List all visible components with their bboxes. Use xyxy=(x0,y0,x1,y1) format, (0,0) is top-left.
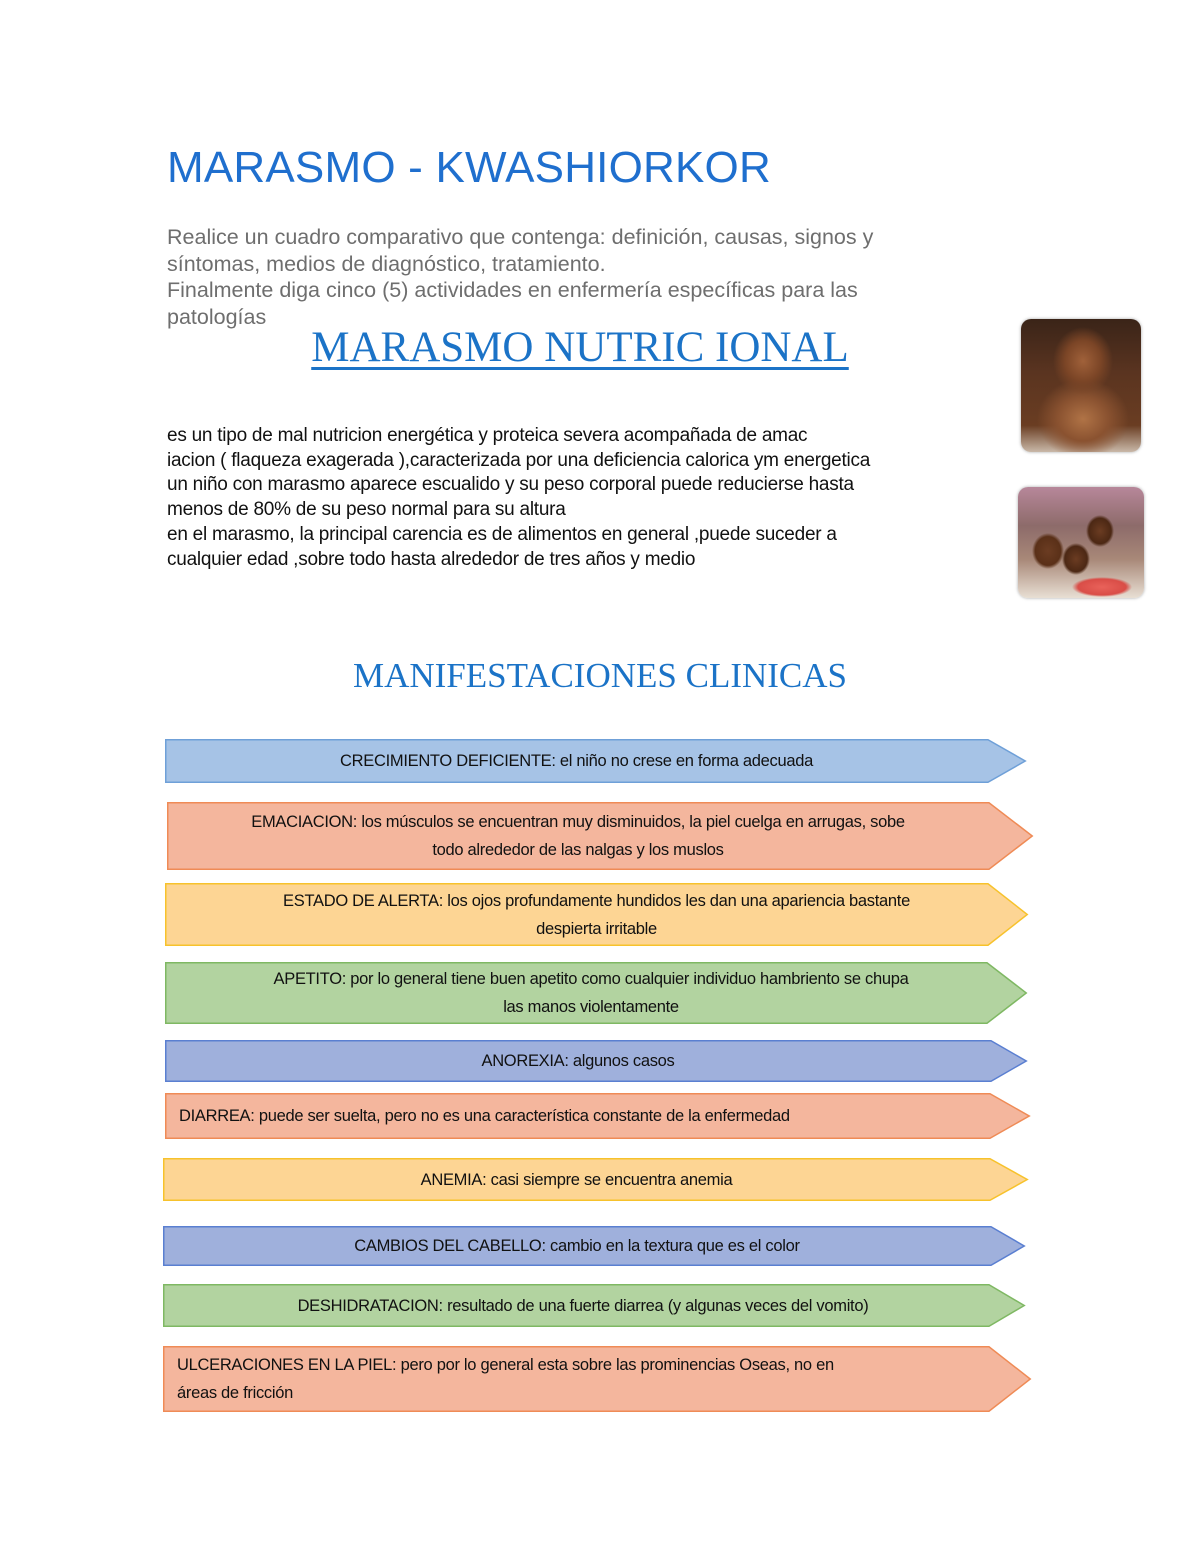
definition-line: un niño con marasmo aparece escualido y … xyxy=(167,474,854,496)
definition-line: menos de 80% de su peso normal para su a… xyxy=(167,499,566,521)
manifestation-text: áreas de fricción xyxy=(177,1384,293,1402)
marasmo-heading: MARASMO NUTRIC IONAL xyxy=(311,324,849,371)
arrow-shape xyxy=(163,1158,1029,1201)
manifestation-arrow: ESTADO DE ALERTA: los ojos profundamente… xyxy=(165,883,1029,946)
manifestation-arrow: DESHIDRATACION: resultado de una fuerte … xyxy=(163,1284,1026,1327)
arrow-shape xyxy=(165,883,1029,946)
instructions-line: Realice un cuadro comparativo que conten… xyxy=(167,225,874,249)
marasmo-definition: es un tipo de mal nutricion energética y… xyxy=(167,424,1007,572)
instructions-line: síntomas, medios de diagnóstico, tratami… xyxy=(167,251,606,276)
manifestation-text: CAMBIOS DEL CABELLO: cambio en la textur… xyxy=(354,1237,800,1255)
document-title: MARASMO - KWASHIORKOR xyxy=(167,143,771,192)
instructions-paragraph: Realice un cuadro comparativo que conten… xyxy=(167,224,1007,330)
manifestation-text: APETITO: por lo general tiene buen apeti… xyxy=(273,970,909,988)
manifestation-text: ANEMIA: casi siempre se encuentra anemia xyxy=(420,1170,733,1189)
manifestation-text: ULCERACIONES EN LA PIEL: pero por lo gen… xyxy=(177,1356,834,1374)
manifestation-text: CRECIMIENTO DEFICIENTE: el niño no crese… xyxy=(340,752,813,770)
manifestation-arrow: ANEMIA: casi siempre se encuentra anemia xyxy=(163,1158,1029,1201)
definition-line: en el marasmo, la principal carencia es … xyxy=(167,523,837,545)
manifestation-text: EMACIACION: los músculos se encuentran m… xyxy=(251,813,905,831)
arrow-shape xyxy=(165,1040,1028,1082)
arrow-shape xyxy=(163,1346,1032,1412)
arrow-shape xyxy=(163,1284,1026,1327)
manifestation-text: todo alrededor de las nalgas y los muslo… xyxy=(432,841,724,859)
malnourished-child-photo xyxy=(1021,319,1141,452)
manifestation-arrow: APETITO: por lo general tiene buen apeti… xyxy=(165,962,1028,1024)
manifestation-text: ANOREXIA: algunos casos xyxy=(481,1052,675,1070)
manifestation-arrow: CRECIMIENTO DEFICIENTE: el niño no crese… xyxy=(165,739,1027,783)
manifestation-text: DIARREA: puede ser suelta, pero no es un… xyxy=(179,1107,790,1125)
children-group-photo xyxy=(1018,487,1144,598)
arrow-shape xyxy=(165,1093,1031,1139)
manifestation-arrow: ANOREXIA: algunos casos xyxy=(165,1040,1028,1082)
manifestation-arrow: CAMBIOS DEL CABELLO: cambio en la textur… xyxy=(163,1226,1026,1266)
arrow-shape xyxy=(165,962,1028,1024)
manifestation-arrow: EMACIACION: los músculos se encuentran m… xyxy=(167,802,1034,870)
manifestation-arrow: ULCERACIONES EN LA PIEL: pero por lo gen… xyxy=(163,1346,1032,1412)
definition-line: cualquier edad ,sobre todo hasta alreded… xyxy=(167,548,696,570)
manifestation-text: despierta irritable xyxy=(536,919,657,938)
manifestaciones-heading: MANIFESTACIONES CLINICAS xyxy=(352,656,848,695)
definition-line: iacion ( flaqueza exagerada ),caracteriz… xyxy=(167,449,871,471)
manifestation-text: las manos violentamente xyxy=(503,998,679,1016)
definition-line: es un tipo de mal nutricion energética y… xyxy=(167,425,808,446)
instructions-line: patologías xyxy=(167,304,267,329)
arrow-shape xyxy=(167,802,1034,870)
manifestation-text: ESTADO DE ALERTA: los ojos profundamente… xyxy=(283,891,910,910)
arrow-shape xyxy=(163,1226,1026,1266)
arrow-shape xyxy=(165,739,1027,783)
manifestation-arrow: DIARREA: puede ser suelta, pero no es un… xyxy=(165,1093,1031,1139)
instructions-line: Finalmente diga cinco (5) actividades en… xyxy=(167,278,858,302)
manifestation-text: DESHIDRATACION: resultado de una fuerte … xyxy=(297,1296,869,1315)
